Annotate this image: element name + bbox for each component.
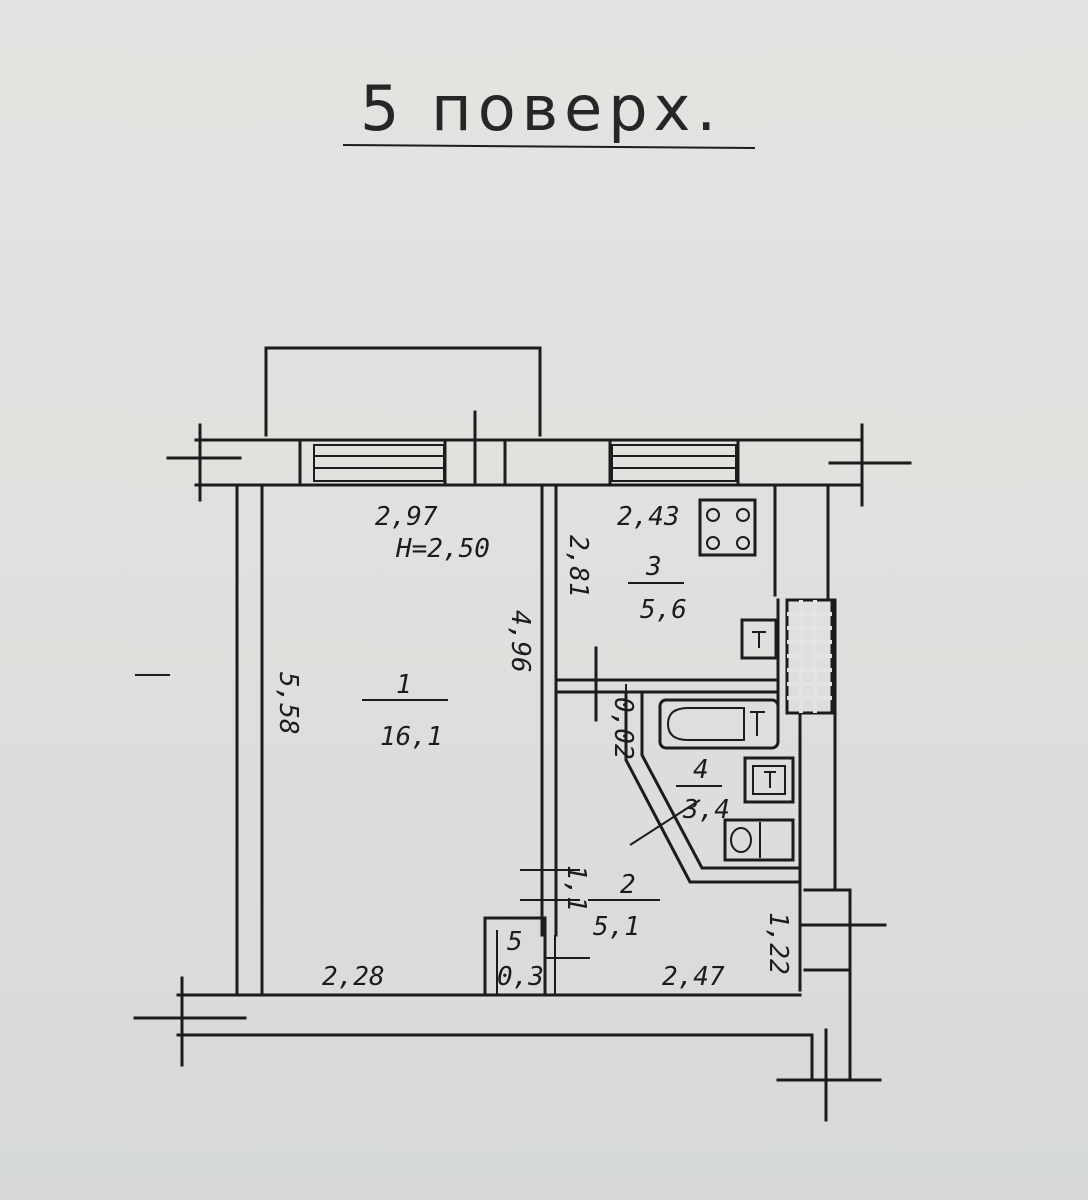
dim-1-22: 1,22 bbox=[763, 912, 793, 975]
partition-kitchen-bath bbox=[554, 646, 780, 760]
dim-1-1: 1,1 bbox=[561, 865, 591, 912]
svg-text:4: 4 bbox=[693, 755, 709, 785]
dim-4-96: 4,96 bbox=[505, 610, 535, 673]
left-exterior-wall bbox=[235, 483, 264, 997]
bathtub-icon bbox=[658, 698, 780, 750]
ceiling-height: H=2,50 bbox=[395, 534, 490, 564]
svg-text:1: 1 bbox=[396, 670, 412, 700]
svg-text:5: 5 bbox=[507, 927, 523, 957]
svg-text:3,4: 3,4 bbox=[682, 795, 730, 825]
svg-text:16,1: 16,1 bbox=[380, 722, 443, 752]
room-2-label: 2 5,1 bbox=[588, 870, 660, 942]
svg-text:2: 2 bbox=[620, 870, 636, 900]
dim-0-02: 0,02 bbox=[608, 697, 638, 760]
ventilation-shaft bbox=[785, 598, 834, 715]
partition-room1-kitchen bbox=[540, 483, 558, 937]
kitchen-sink-icon bbox=[740, 618, 778, 660]
svg-text:5,1: 5,1 bbox=[593, 912, 640, 942]
window-room-1 bbox=[313, 444, 445, 482]
toilet-icon bbox=[723, 818, 795, 862]
room-5-label: 5 0,3 bbox=[497, 927, 544, 992]
hall-door-marks bbox=[520, 869, 580, 995]
svg-text:0,3: 0,3 bbox=[497, 962, 544, 992]
dim-2-81: 2,81 bbox=[563, 535, 593, 598]
top-exterior-wall bbox=[166, 423, 912, 517]
svg-text:5,6: 5,6 bbox=[640, 595, 687, 625]
balcony bbox=[264, 346, 542, 437]
balcony-door bbox=[443, 410, 507, 487]
dim-2-97: 2,97 bbox=[375, 502, 438, 532]
dim-2-43: 2,43 bbox=[617, 502, 680, 532]
bathroom-sink-icon bbox=[743, 756, 795, 804]
floor-title: 5 поверх. bbox=[360, 72, 722, 145]
svg-text:3: 3 bbox=[645, 552, 662, 582]
window-kitchen bbox=[608, 438, 740, 487]
right-walls bbox=[773, 483, 887, 1122]
title-underline bbox=[342, 144, 756, 149]
stove-icon bbox=[698, 498, 757, 557]
room-1-label: 1 16,1 bbox=[362, 670, 448, 752]
dim-2-28: 2,28 bbox=[322, 962, 385, 992]
room-3-label: 3 5,6 bbox=[628, 552, 687, 625]
bathroom-diagonal-wall bbox=[624, 690, 802, 884]
bottom-exterior-wall bbox=[133, 674, 814, 1067]
dim-2-47: 2,47 bbox=[662, 962, 725, 992]
room-4-label: 4 3,4 bbox=[629, 755, 730, 846]
dim-5-58: 5,58 bbox=[273, 672, 303, 735]
